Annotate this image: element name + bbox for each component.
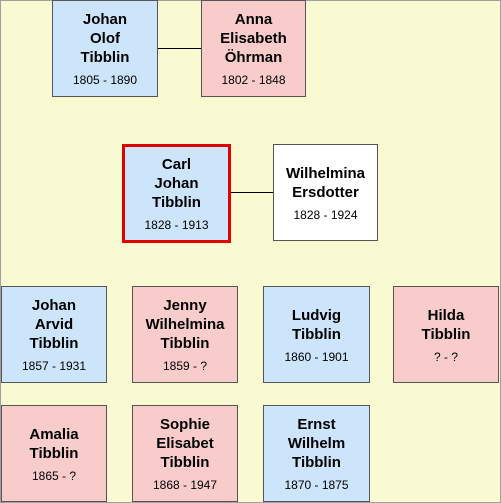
person-dates: 1868 - 1947 [152, 478, 218, 492]
person-dates: 1802 - 1848 [221, 73, 286, 87]
person-dates: 1828 - 1913 [144, 218, 209, 232]
person-dates: 1860 - 1901 [284, 349, 349, 364]
spouse-line-parents [158, 48, 201, 49]
person-dates: 1805 - 1890 [72, 73, 138, 87]
person-dates: ? - ? [433, 349, 458, 364]
person-dates: 1857 - 1931 [21, 359, 87, 373]
person-dates: 1828 - 1924 [293, 207, 358, 222]
person-dates: 1870 - 1875 [284, 478, 349, 492]
person-dates: 1859 - ? [162, 359, 208, 373]
spouse-line-carl-wilhelmina [231, 192, 273, 193]
person-dates: 1865 - ? [31, 468, 77, 483]
